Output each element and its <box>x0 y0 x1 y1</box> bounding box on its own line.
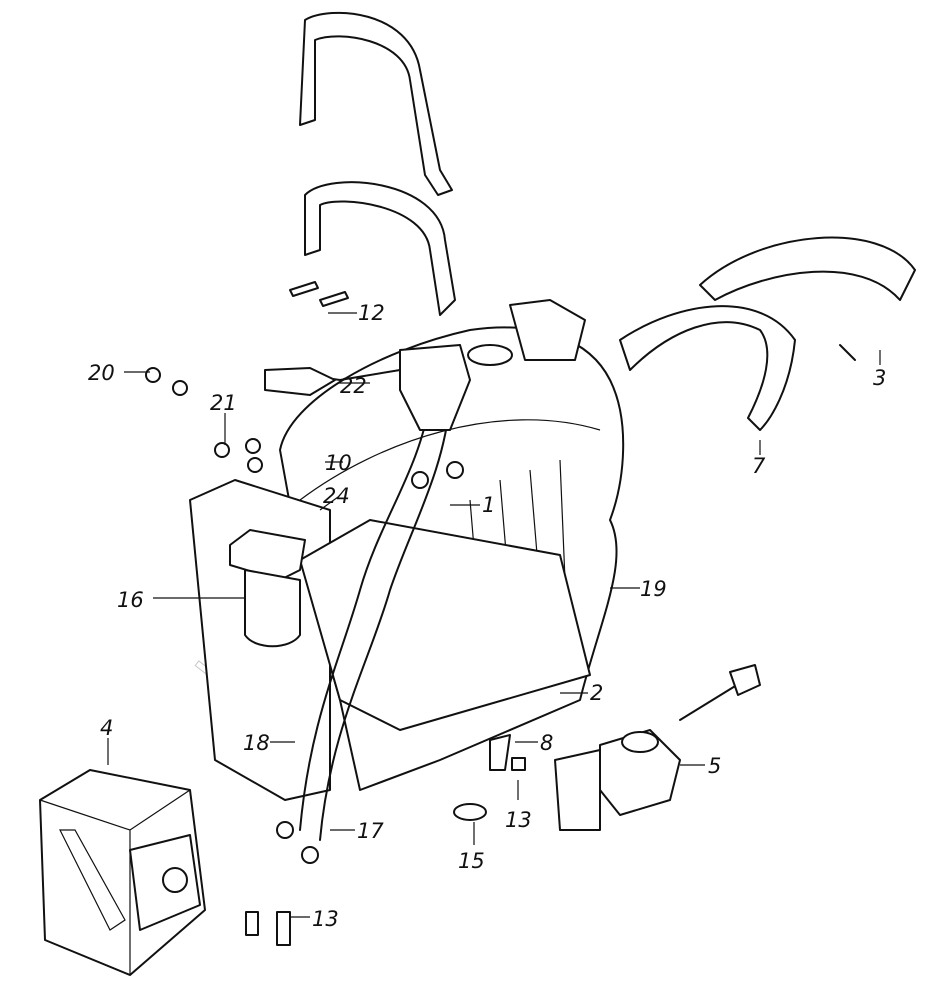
hose-lines-part <box>269 369 464 864</box>
label-4: 4 <box>100 716 113 740</box>
control-valve-part <box>554 664 761 831</box>
label-1: 1 <box>482 493 495 517</box>
tank-strap-part <box>619 236 916 431</box>
label-7: 7 <box>752 454 766 478</box>
label-5: 5 <box>708 754 721 778</box>
label-19: 19 <box>640 577 667 601</box>
label-2: 2 <box>590 681 603 705</box>
upper-bracket-part <box>299 11 456 316</box>
label-17: 17 <box>357 819 384 843</box>
label-10: 10 <box>325 451 352 475</box>
label-3: 3 <box>873 366 886 390</box>
valve-block-part <box>39 769 206 976</box>
label-12: 12 <box>358 301 385 325</box>
sender-unit-part <box>264 344 513 431</box>
label-18: 18 <box>243 731 270 755</box>
label-24: 24 <box>323 484 350 508</box>
part-number-labels: 20 21 12 22 10 24 16 1 19 2 3 7 8 5 13 1… <box>88 301 886 931</box>
label-20: 20 <box>88 361 115 385</box>
label-13-lower: 13 <box>312 907 339 931</box>
filter-canister-part <box>229 529 306 648</box>
label-8: 8 <box>540 731 553 755</box>
label-16: 16 <box>117 588 144 612</box>
fastener-parts <box>145 281 526 946</box>
label-13-upper: 13 <box>505 808 532 832</box>
label-22: 22 <box>340 374 367 398</box>
label-15: 15 <box>458 849 485 873</box>
label-21: 21 <box>210 391 237 415</box>
leader-lines <box>107 312 881 918</box>
